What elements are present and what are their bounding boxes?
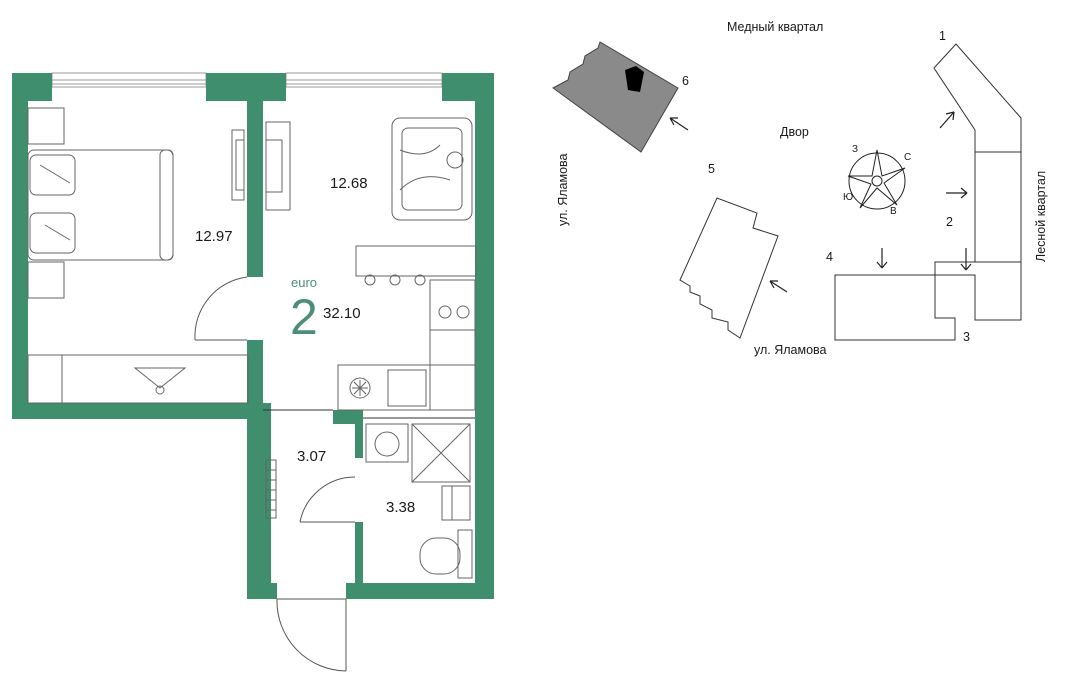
bed-icon bbox=[27, 149, 174, 261]
inner-lines bbox=[263, 409, 475, 419]
street-top: Медный квартал bbox=[727, 20, 823, 34]
compass-north: С bbox=[904, 152, 911, 163]
street-bottom: ул. Яламова bbox=[754, 343, 827, 357]
courtyard-label: Двор bbox=[780, 125, 809, 139]
door-bedroom bbox=[194, 276, 248, 341]
living-area: 12.68 bbox=[330, 175, 368, 192]
building-number-4: 4 bbox=[826, 250, 833, 264]
bedroom-furniture bbox=[27, 107, 249, 404]
washer-icon bbox=[365, 423, 409, 463]
compass-icon bbox=[847, 149, 906, 210]
building-number-1: 1 bbox=[939, 29, 946, 43]
window-bedroom bbox=[51, 72, 207, 88]
living-furniture bbox=[265, 117, 477, 411]
bathroom-fixtures bbox=[365, 423, 473, 579]
building-number-2: 2 bbox=[946, 215, 953, 229]
window-living bbox=[285, 72, 443, 88]
rooms-count: 2 bbox=[290, 289, 318, 345]
building-number-3: 3 bbox=[963, 330, 970, 344]
street-right: Лесной квартал bbox=[1034, 171, 1048, 262]
walls bbox=[12, 73, 494, 599]
building-6 bbox=[552, 41, 679, 153]
bathroom-area: 3.38 bbox=[386, 499, 415, 516]
compass-west: З bbox=[852, 144, 858, 155]
building-5 bbox=[679, 197, 779, 339]
doors bbox=[276, 476, 356, 672]
total-area: 32.10 bbox=[323, 305, 361, 322]
building-number-6: 6 bbox=[682, 74, 689, 88]
floor-plan: 12.97 12.68 3.07 3.38 euro 2 32.10 bbox=[12, 72, 494, 672]
toilet-icon bbox=[419, 537, 461, 575]
shower-icon bbox=[411, 423, 471, 483]
euro-label: euro bbox=[291, 275, 317, 290]
site-plan: С В Ю З Медный квартал Двор ул. Яламова … bbox=[552, 20, 1048, 357]
compass-east: В bbox=[890, 206, 897, 217]
entrance-arrows bbox=[669, 111, 972, 293]
building-number-5: 5 bbox=[708, 162, 715, 176]
bedroom-area: 12.97 bbox=[195, 228, 233, 245]
sofa-icon bbox=[391, 117, 473, 221]
building-1-2 bbox=[933, 43, 1022, 321]
hallway-area: 3.07 bbox=[297, 448, 326, 465]
street-left: ул. Яламова bbox=[556, 153, 570, 226]
building-3-4 bbox=[834, 274, 956, 341]
compass-south: Ю bbox=[843, 192, 853, 203]
radiator-icon bbox=[265, 459, 277, 519]
